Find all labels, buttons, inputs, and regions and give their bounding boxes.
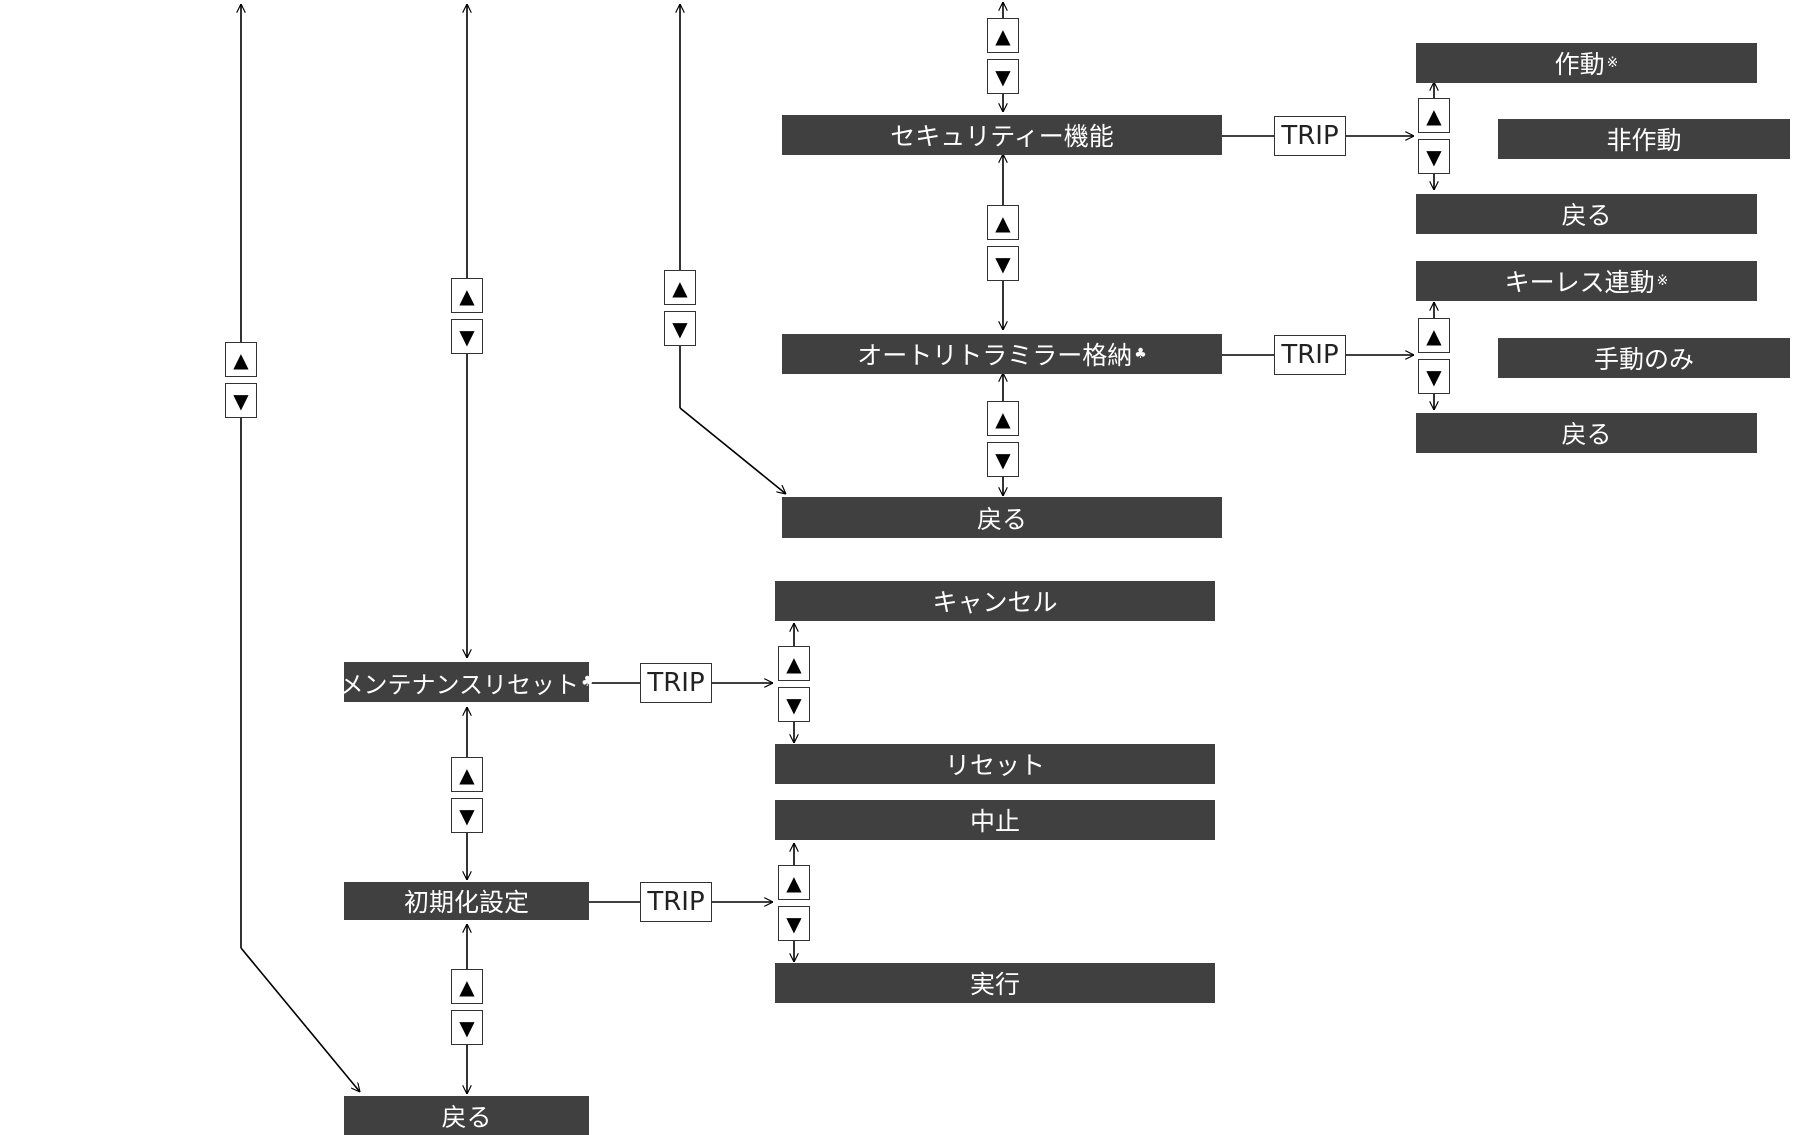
- up-arrow-button[interactable]: ▲: [778, 865, 810, 900]
- up-arrow-button[interactable]: ▲: [1418, 98, 1450, 133]
- initial-setting-item[interactable]: 初期化設定: [344, 882, 589, 920]
- down-arrow-button[interactable]: ▼: [451, 319, 483, 354]
- keyless-option[interactable]: キーレス連動※: [1416, 261, 1757, 301]
- up-down-buttons: ▲ ▼: [451, 278, 483, 354]
- up-down-buttons: ▲ ▼: [451, 757, 483, 833]
- up-arrow-button[interactable]: ▲: [987, 18, 1019, 53]
- execute-item[interactable]: 実行: [775, 963, 1215, 1003]
- up-arrow-button[interactable]: ▲: [451, 969, 483, 1004]
- abort-label: 中止: [969, 807, 1020, 836]
- up-arrow-button[interactable]: ▲: [778, 646, 810, 681]
- down-arrow-button[interactable]: ▼: [778, 906, 810, 941]
- up-arrow-button[interactable]: ▲: [987, 401, 1019, 436]
- up-down-buttons: ▲ ▼: [987, 401, 1019, 477]
- up-down-buttons: ▲ ▼: [987, 205, 1019, 281]
- up-arrow-button[interactable]: ▲: [987, 205, 1019, 240]
- down-arrow-button[interactable]: ▼: [987, 442, 1019, 477]
- up-down-buttons: ▲ ▼: [778, 865, 810, 941]
- up-down-buttons: ▲ ▼: [664, 270, 696, 346]
- inactive-option[interactable]: 非作動: [1498, 119, 1790, 159]
- up-down-buttons: ▲ ▼: [1418, 98, 1450, 174]
- down-arrow-button[interactable]: ▼: [225, 383, 257, 418]
- down-arrow-button[interactable]: ▼: [987, 59, 1019, 94]
- up-down-buttons: ▲ ▼: [1418, 318, 1450, 394]
- manual-only-option[interactable]: 手動のみ: [1498, 338, 1790, 378]
- reset-label: リセット: [944, 751, 1045, 780]
- cancel-label: キャンセル: [932, 588, 1058, 617]
- trip-button[interactable]: TRIP: [640, 882, 712, 922]
- back-label: 戻る: [441, 1102, 492, 1132]
- active-option[interactable]: 作動※: [1416, 43, 1757, 83]
- up-down-buttons: ▲ ▼: [987, 18, 1019, 94]
- trip-button[interactable]: TRIP: [1274, 116, 1346, 156]
- back-item-settings[interactable]: 戻る: [782, 497, 1222, 538]
- up-arrow-button[interactable]: ▲: [664, 270, 696, 305]
- security-function-item[interactable]: セキュリティー機能: [782, 115, 1222, 155]
- initial-setting-label: 初期化設定: [403, 888, 529, 917]
- active-label: 作動: [1554, 50, 1605, 79]
- back-label: 戻る: [976, 504, 1027, 534]
- maintenance-reset-label: メンテナンスリセット: [339, 670, 579, 699]
- up-arrow-button[interactable]: ▲: [1418, 318, 1450, 353]
- down-arrow-button[interactable]: ▼: [664, 311, 696, 346]
- back-label: 戻る: [1561, 420, 1612, 449]
- back-option-security[interactable]: 戻る: [1416, 194, 1757, 234]
- back-label: 戻る: [1561, 201, 1612, 230]
- inactive-label: 非作動: [1606, 126, 1682, 155]
- down-arrow-button[interactable]: ▼: [1418, 139, 1450, 174]
- trip-button[interactable]: TRIP: [640, 663, 712, 703]
- back-item-main[interactable]: 戻る: [344, 1096, 589, 1135]
- down-arrow-button[interactable]: ▼: [451, 798, 483, 833]
- up-down-buttons: ▲ ▼: [451, 969, 483, 1045]
- up-arrow-button[interactable]: ▲: [225, 342, 257, 377]
- abort-item[interactable]: 中止: [775, 800, 1215, 840]
- down-arrow-button[interactable]: ▼: [987, 246, 1019, 281]
- down-arrow-button[interactable]: ▼: [778, 687, 810, 722]
- up-down-buttons: ▲ ▼: [778, 646, 810, 722]
- up-arrow-button[interactable]: ▲: [451, 278, 483, 313]
- execute-label: 実行: [969, 970, 1020, 999]
- down-arrow-button[interactable]: ▼: [1418, 359, 1450, 394]
- reset-item[interactable]: リセット: [775, 744, 1215, 784]
- trip-button[interactable]: TRIP: [1274, 335, 1346, 375]
- cancel-item[interactable]: キャンセル: [775, 581, 1215, 621]
- auto-mirror-item[interactable]: オートリトラミラー格納♣: [782, 334, 1222, 374]
- back-option-mirror[interactable]: 戻る: [1416, 413, 1757, 453]
- security-function-label: セキュリティー機能: [890, 122, 1114, 151]
- auto-mirror-label: オートリトラミラー格納: [857, 341, 1133, 370]
- manual-only-label: 手動のみ: [1593, 345, 1694, 374]
- down-arrow-button[interactable]: ▼: [451, 1010, 483, 1045]
- maintenance-reset-item[interactable]: メンテナンスリセット♣: [339, 662, 594, 702]
- up-down-buttons: ▲ ▼: [225, 342, 257, 418]
- keyless-label: キーレス連動: [1504, 268, 1655, 297]
- up-arrow-button[interactable]: ▲: [451, 757, 483, 792]
